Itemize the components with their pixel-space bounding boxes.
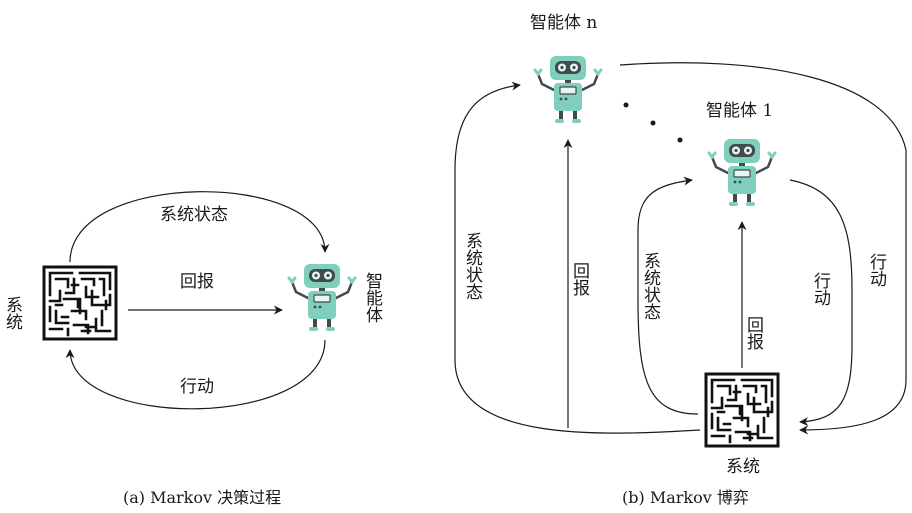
right-caption: (b) Markov 博弈 [622,488,749,507]
maze-icon [42,265,118,341]
ellipsis-dot [623,102,629,108]
left-system-label: 系统 [2,296,23,330]
robot-icon [533,54,603,125]
inner-reward-label: 回报 [743,316,764,351]
outer-state-arrow [454,81,701,434]
inner-action-arrow [789,179,853,427]
panel-mdp: 系统 智能体 系统状态 回报 行动 (a) Markov 决策过程 [2,191,383,507]
ellipsis-dot [650,120,656,126]
left-state-arrow [69,191,330,263]
left-state-label: 系统状态 [160,205,228,225]
agent-n-label: 智能体 n [530,13,597,33]
outer-action-label: 行动 [866,253,887,287]
agent-1-label: 智能体 1 [706,101,773,121]
left-reward-label: 回报 [180,272,214,292]
outer-reward-label: 回报 [569,262,590,297]
robot-icon [287,262,357,333]
right-system-label: 系统 [726,457,760,477]
outer-action-arrow [619,62,907,435]
panel-markov-game: 智能体 n 智能体 1 系统 系统状态 回报 系统状态 回报 行动 行动 (b)… [454,13,907,507]
left-caption: (a) Markov 决策过程 [123,488,281,507]
left-action-label: 行动 [180,377,214,397]
maze-icon [704,372,780,448]
outer-state-label: 系统状态 [462,232,483,300]
robot-icon [707,137,777,208]
left-agent-label: 智能体 [362,272,383,323]
ellipsis-dot [677,137,683,143]
inner-action-label: 行动 [810,272,831,306]
inner-state-arrow [637,176,699,415]
inner-state-label: 系统状态 [640,252,661,320]
left-action-arrow [65,339,326,410]
